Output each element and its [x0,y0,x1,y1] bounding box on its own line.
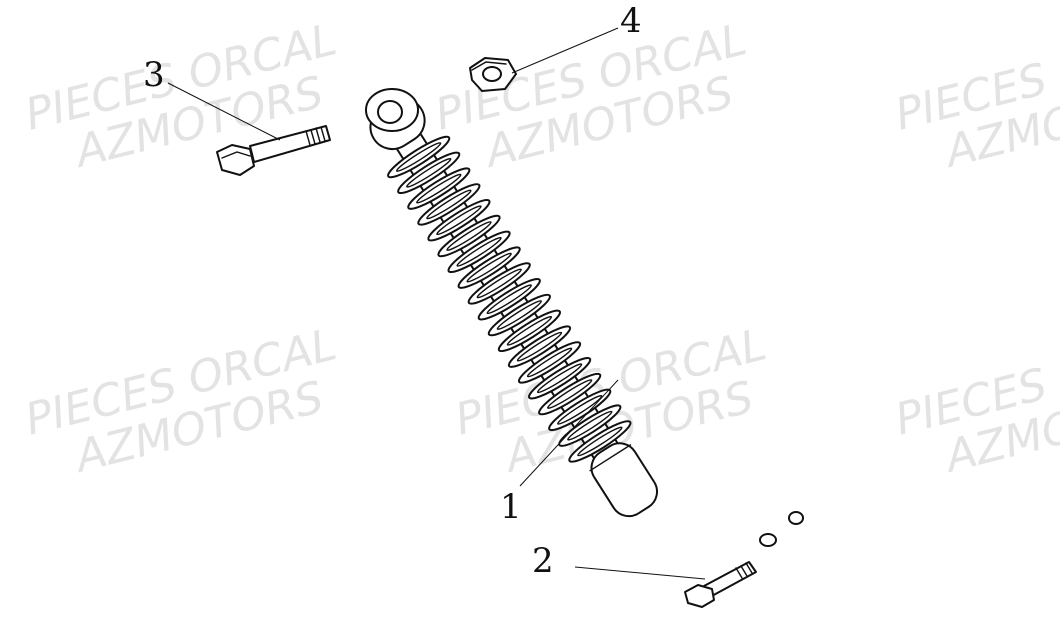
leader-4 [511,27,619,74]
spring-coil [437,214,501,258]
nut [469,57,517,92]
clevis-hole-2 [759,533,777,547]
shock-body [369,97,658,518]
spring-coil-inner [456,236,502,267]
watermark-top-center: PIECES ORCAL AZMOTORS [430,14,751,178]
spring-coil [457,246,521,289]
spring-coil-inner [496,300,543,330]
coil-spring [387,135,632,463]
callout-4: 4 [620,1,642,41]
spring-coil [538,372,602,416]
spring-coil [568,420,632,463]
spring-coil-inner [426,189,472,220]
watermark-top-right: PIECES ORCAL AZMOTORS [890,14,1060,178]
lower-bolt-head [684,584,715,608]
spring-coil [477,278,541,321]
watermarks: PIECES ORCAL AZMOTORS PIECES ORCAL AZMOT… [20,14,1060,483]
spring-coil [507,325,572,368]
spring-coil [467,262,531,305]
callout-3: 3 [143,55,165,95]
upper-bolt-head [216,144,255,176]
spring-coil [517,341,582,384]
spring-coil [487,293,551,337]
spring-coil [528,357,592,400]
watermark-top-left: PIECES ORCAL AZMOTORS [20,14,341,178]
leader-1 [519,379,619,487]
spring-coil-inner [536,363,583,394]
clevis-hole-1 [788,511,804,525]
upper-bolt-head-edge [221,151,251,159]
spring-coil-inner [406,157,452,188]
callout-1: 1 [500,487,522,527]
leader-lines [167,27,706,580]
spring-coil-inner [395,142,442,172]
spring-coil [417,183,481,226]
spring-coil [497,309,562,353]
callout-2: 2 [532,541,554,581]
clevis-edge [589,444,632,472]
spring-coil [387,135,451,179]
spring-coil-inner [476,268,522,299]
spring-coil-inner [446,221,492,251]
nut-top-edge [471,61,507,71]
upper-eye-hole [377,100,403,124]
lower-bolt [684,561,757,608]
watermark-bottom-left: PIECES ORCAL AZMOTORS [20,319,341,483]
spring-coil-inner [557,394,603,425]
spring-coil [548,388,612,432]
callout-labels: 3 4 1 2 [143,1,642,581]
nut-hole [482,66,502,82]
spring-coil [397,151,461,195]
spring-coil [427,198,491,242]
watermark-bottom-right: PIECES ORCAL AZMOTORS [890,319,1060,483]
leader-3 [167,82,281,141]
spring-coil-inner [526,347,573,378]
spring-coil-inner [436,205,482,236]
leader-2 [574,566,706,580]
spring-coil-inner [567,410,613,441]
lower-bolt-thread [735,562,753,579]
spring-coil [447,230,511,274]
spring-coil-inner [577,426,623,457]
upper-bolt-thread [305,126,326,146]
spring-coil-inner [416,173,462,204]
shock-absorber [365,88,804,547]
lower-clevis [590,442,658,518]
spring-coil [558,404,622,447]
spring-coil-inner [506,315,553,346]
upper-bolt [216,125,331,176]
spring-coil-inner [516,331,563,362]
spring-coil-inner [486,284,532,315]
